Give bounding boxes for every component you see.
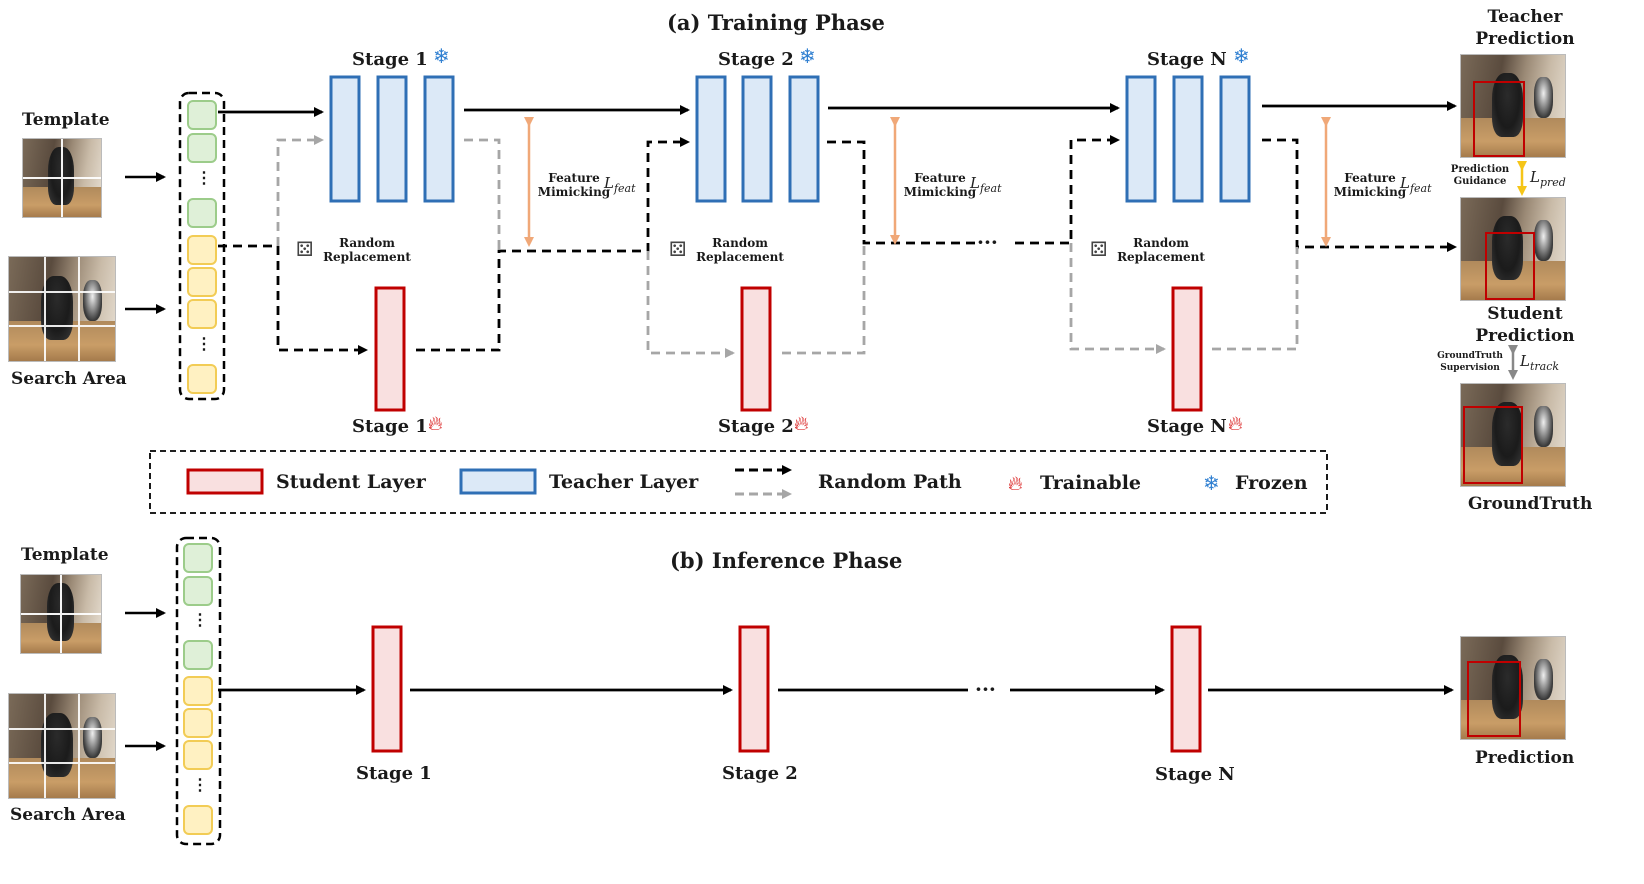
inference-token-vdots-search: ⋮ [192, 775, 208, 794]
token-vdots-template: ⋮ [196, 168, 212, 187]
teacher-stage-2-label: Stage 2 [718, 49, 794, 70]
student-prediction-box [1485, 232, 1535, 300]
dice-icon: ⚄ [296, 237, 314, 261]
legend-trainable-label: Trainable [1040, 472, 1142, 494]
inference-prediction-box [1467, 661, 1521, 737]
token-vdots-search: ⋮ [196, 334, 212, 353]
template-image [22, 138, 102, 218]
search-area-image [8, 256, 116, 362]
feature-mimicking-arrows [524, 117, 1331, 247]
teacher-layers [329, 75, 1251, 203]
search-area-label: Search Area [11, 369, 127, 389]
template-label: Template [22, 110, 110, 130]
inference-stage-2-label: Stage 2 [722, 763, 798, 784]
random-replacement-label-1: Random Replacement [323, 236, 411, 264]
dice-icon: ⚄ [669, 237, 687, 261]
random-path-black [218, 135, 1457, 355]
random-replacement-label-3: Random Replacement [1117, 236, 1205, 264]
student-stage-n-label: Stage N [1147, 416, 1227, 437]
lpred-label: Lpred [1530, 168, 1566, 189]
inference-prediction-label: Prediction [1475, 748, 1575, 768]
teacher-path [218, 101, 1457, 117]
feature-mimicking-label-2: Feature Mimicking [903, 171, 977, 199]
training-path-ellipsis: ··· [977, 230, 998, 254]
student-prediction-image [1460, 197, 1566, 301]
flame-icon: 🔥︎ [1228, 411, 1243, 435]
search-tokens [187, 235, 217, 394]
student-stage-1-label: Stage 1 [352, 416, 428, 437]
random-path-grey [276, 135, 1299, 358]
snowflake-icon: ❄ [1233, 44, 1250, 68]
groundtruth-box [1463, 406, 1523, 484]
ltrack-label: Ltrack [1520, 352, 1560, 373]
teacher-stage-1-label: Stage 1 [352, 49, 428, 70]
teacher-prediction-image [1460, 54, 1566, 158]
snowflake-icon: ❄ [799, 44, 816, 68]
inference-stage-1-label: Stage 1 [356, 763, 432, 784]
inference-template-image [20, 574, 102, 654]
feature-mimicking-label-3: Feature Mimicking [1333, 171, 1407, 199]
feature-mimicking-label-1: Feature Mimicking [537, 171, 611, 199]
prediction-guidance-label: Prediction Guidance [1450, 164, 1510, 187]
inference-search-tokens [183, 676, 213, 835]
teacher-prediction-box [1473, 81, 1525, 157]
random-replacement-label-2: Random Replacement [696, 236, 784, 264]
lfeat-label-3: Lfeat [1400, 174, 1432, 195]
legend-random-path-label: Random Path [818, 471, 962, 493]
flame-icon: 🔥︎ [428, 411, 443, 435]
inference-template-tokens [183, 543, 213, 670]
gt-supervision-label: GroundTruth Supervision [1437, 351, 1503, 373]
student-stage-2-label: Stage 2 [718, 416, 794, 437]
groundtruth-image [1460, 383, 1566, 487]
inference-prediction-image [1460, 636, 1566, 740]
legend-student-label: Student Layer [276, 471, 426, 493]
legend-student-swatch [186, 468, 264, 495]
dice-icon: ⚄ [1090, 237, 1108, 261]
legend-frozen-label: Frozen [1235, 472, 1308, 494]
lfeat-label-1: Lfeat [604, 174, 636, 195]
template-tokens [187, 100, 217, 228]
inference-student-layers [371, 625, 1202, 753]
inference-search-area-image [8, 693, 116, 799]
inference-token-vdots-template: ⋮ [192, 610, 208, 629]
inference-template-label: Template [21, 545, 109, 565]
inference-phase-title: (b) Inference Phase [670, 548, 903, 573]
teacher-stage-n-label: Stage N [1147, 49, 1227, 70]
snowflake-icon: ❄ [1203, 471, 1220, 495]
snowflake-icon: ❄ [433, 44, 450, 68]
inference-path-ellipsis: ··· [975, 677, 996, 701]
lfeat-label-2: Lfeat [970, 174, 1002, 195]
training-phase-title: (a) Training Phase [667, 10, 885, 35]
inference-search-area-label: Search Area [10, 805, 126, 825]
groundtruth-label: GroundTruth [1468, 494, 1593, 514]
inference-stage-n-label: Stage N [1155, 764, 1235, 785]
flame-icon: 🔥︎ [794, 411, 809, 435]
student-layers-training [374, 286, 1203, 412]
legend-teacher-swatch [459, 468, 537, 495]
legend-teacher-label: Teacher Layer [549, 471, 699, 493]
student-prediction-label: Student Prediction [1475, 304, 1575, 346]
teacher-prediction-label: Teacher Prediction [1475, 7, 1575, 49]
flame-icon: 🔥︎ [1008, 471, 1023, 495]
